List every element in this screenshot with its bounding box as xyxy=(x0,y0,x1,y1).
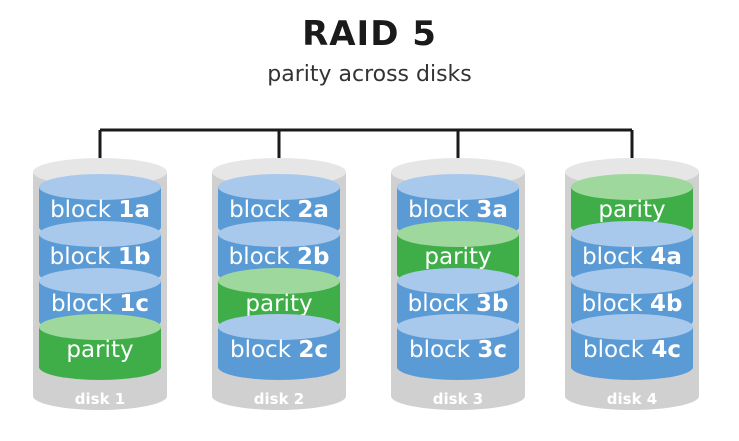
parity-block: parity xyxy=(397,221,519,287)
block-label: block 3b xyxy=(408,291,509,317)
diagram-subtitle: parity across disks xyxy=(267,62,472,87)
disk-2: block 2a block 2b parity block 2c disk 2 xyxy=(212,158,346,410)
parity-label: parity xyxy=(598,197,665,223)
block-label: block 2b xyxy=(229,244,330,270)
disk-label: disk 4 xyxy=(607,390,657,408)
disk-base xyxy=(565,382,699,410)
block-label: block 4c xyxy=(583,337,681,363)
disk-base xyxy=(212,382,346,410)
disk-4: parity block 4a block 4b block 4c disk 4 xyxy=(565,158,699,410)
block-label: block 2c xyxy=(230,337,328,363)
disk-label: disk 1 xyxy=(75,390,125,408)
data-block-1b: block 1b xyxy=(39,221,161,287)
disk-base xyxy=(33,382,167,410)
disk-label: disk 3 xyxy=(433,390,483,408)
parity-block: parity xyxy=(39,314,161,380)
diagram-title: RAID 5 xyxy=(302,14,437,54)
data-block-1c: block 1c xyxy=(39,268,161,334)
block-label: block 1b xyxy=(50,244,151,270)
block-label: block 2a xyxy=(229,197,329,223)
block-label: block 4a xyxy=(582,244,682,270)
block-label: block 4b xyxy=(582,291,683,317)
block-label: block 3a xyxy=(408,197,508,223)
parity-label: parity xyxy=(66,337,133,363)
data-block-4c: block 4c xyxy=(571,314,693,380)
connector-bus xyxy=(98,128,634,178)
disk-3: block 3a parity block 3b block 3c disk 3 xyxy=(391,158,525,410)
disk-base xyxy=(391,382,525,410)
block-label: block 1a xyxy=(50,197,150,223)
disk-label: disk 2 xyxy=(254,390,304,408)
parity-label: parity xyxy=(245,291,312,317)
block-label: block 1c xyxy=(51,291,149,317)
parity-label: parity xyxy=(424,244,491,270)
data-block-3b: block 3b xyxy=(397,268,519,334)
data-block-3c: block 3c xyxy=(397,314,519,380)
disk-1: block 1a block 1b block 1c parity disk 1 xyxy=(33,158,167,410)
block-label: block 3c xyxy=(409,337,507,363)
data-block-2c: block 2c xyxy=(218,314,340,380)
